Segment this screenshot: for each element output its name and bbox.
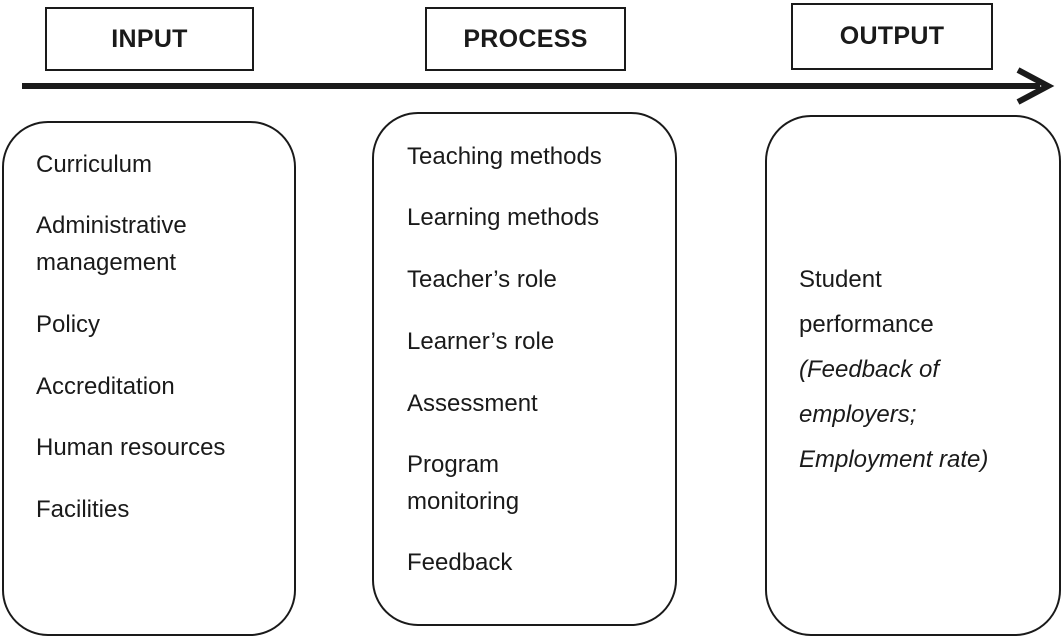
process-header-label: PROCESS: [463, 24, 588, 53]
process-item-text: Assessment: [407, 390, 538, 417]
process-item-text: Learning methods: [407, 204, 600, 231]
process-item-learning-methods: Learning methods: [407, 199, 599, 236]
input-item-text: Facilities: [36, 496, 130, 523]
input-item-accreditation: Accreditation: [36, 368, 175, 405]
output-box: [765, 115, 1061, 636]
output-note-text: Employment rate): [799, 446, 989, 473]
timeline-arrow-head: [1016, 67, 1055, 105]
process-header: PROCESS: [425, 7, 626, 71]
input-item-text: Human resources: [36, 434, 226, 461]
output-item-text: performance: [799, 311, 934, 338]
input-item-facilities: Facilities: [36, 491, 129, 528]
input-item-policy: Policy: [36, 306, 100, 343]
input-item-text: Curriculum: [36, 151, 153, 178]
process-item-teachers-role: Teacher’s role: [407, 261, 557, 298]
input-item-text: Policy: [36, 311, 101, 338]
input-header: INPUT: [45, 7, 254, 71]
input-item-human-resources: Human resources: [36, 429, 225, 466]
process-item-text: Teaching methods: [407, 143, 602, 170]
process-item-program-monitoring: Program monitoring: [407, 446, 519, 520]
process-item-teaching-methods: Teaching methods: [407, 138, 602, 175]
process-item-text: Program: [407, 451, 500, 478]
process-item-text: Learner’s role: [407, 328, 555, 355]
input-box: [2, 121, 296, 636]
output-header: OUTPUT: [791, 3, 993, 70]
process-box: [372, 112, 677, 626]
process-item-text: Teacher’s role: [407, 266, 557, 293]
input-header-label: INPUT: [111, 24, 188, 53]
output-note-text: employers;: [799, 401, 917, 428]
process-item-text: Feedback: [407, 549, 513, 576]
input-item-text: Accreditation: [36, 373, 175, 400]
process-item-assessment: Assessment: [407, 385, 538, 422]
input-item-curriculum: Curriculum: [36, 146, 152, 183]
output-item-text: Student: [799, 266, 882, 293]
process-item-learners-role: Learner’s role: [407, 323, 554, 360]
output-note-text: (Feedback of: [799, 356, 940, 383]
process-item-text: monitoring: [407, 488, 520, 515]
process-item-feedback: Feedback: [407, 544, 512, 581]
input-item-text: Administrative: [36, 212, 187, 239]
input-item-text: management: [36, 249, 177, 276]
output-header-label: OUTPUT: [839, 22, 945, 50]
output-item-student-performance: Student performance (Feedback of employe…: [799, 257, 988, 482]
input-item-administrative-management: Administrative management: [36, 207, 187, 281]
